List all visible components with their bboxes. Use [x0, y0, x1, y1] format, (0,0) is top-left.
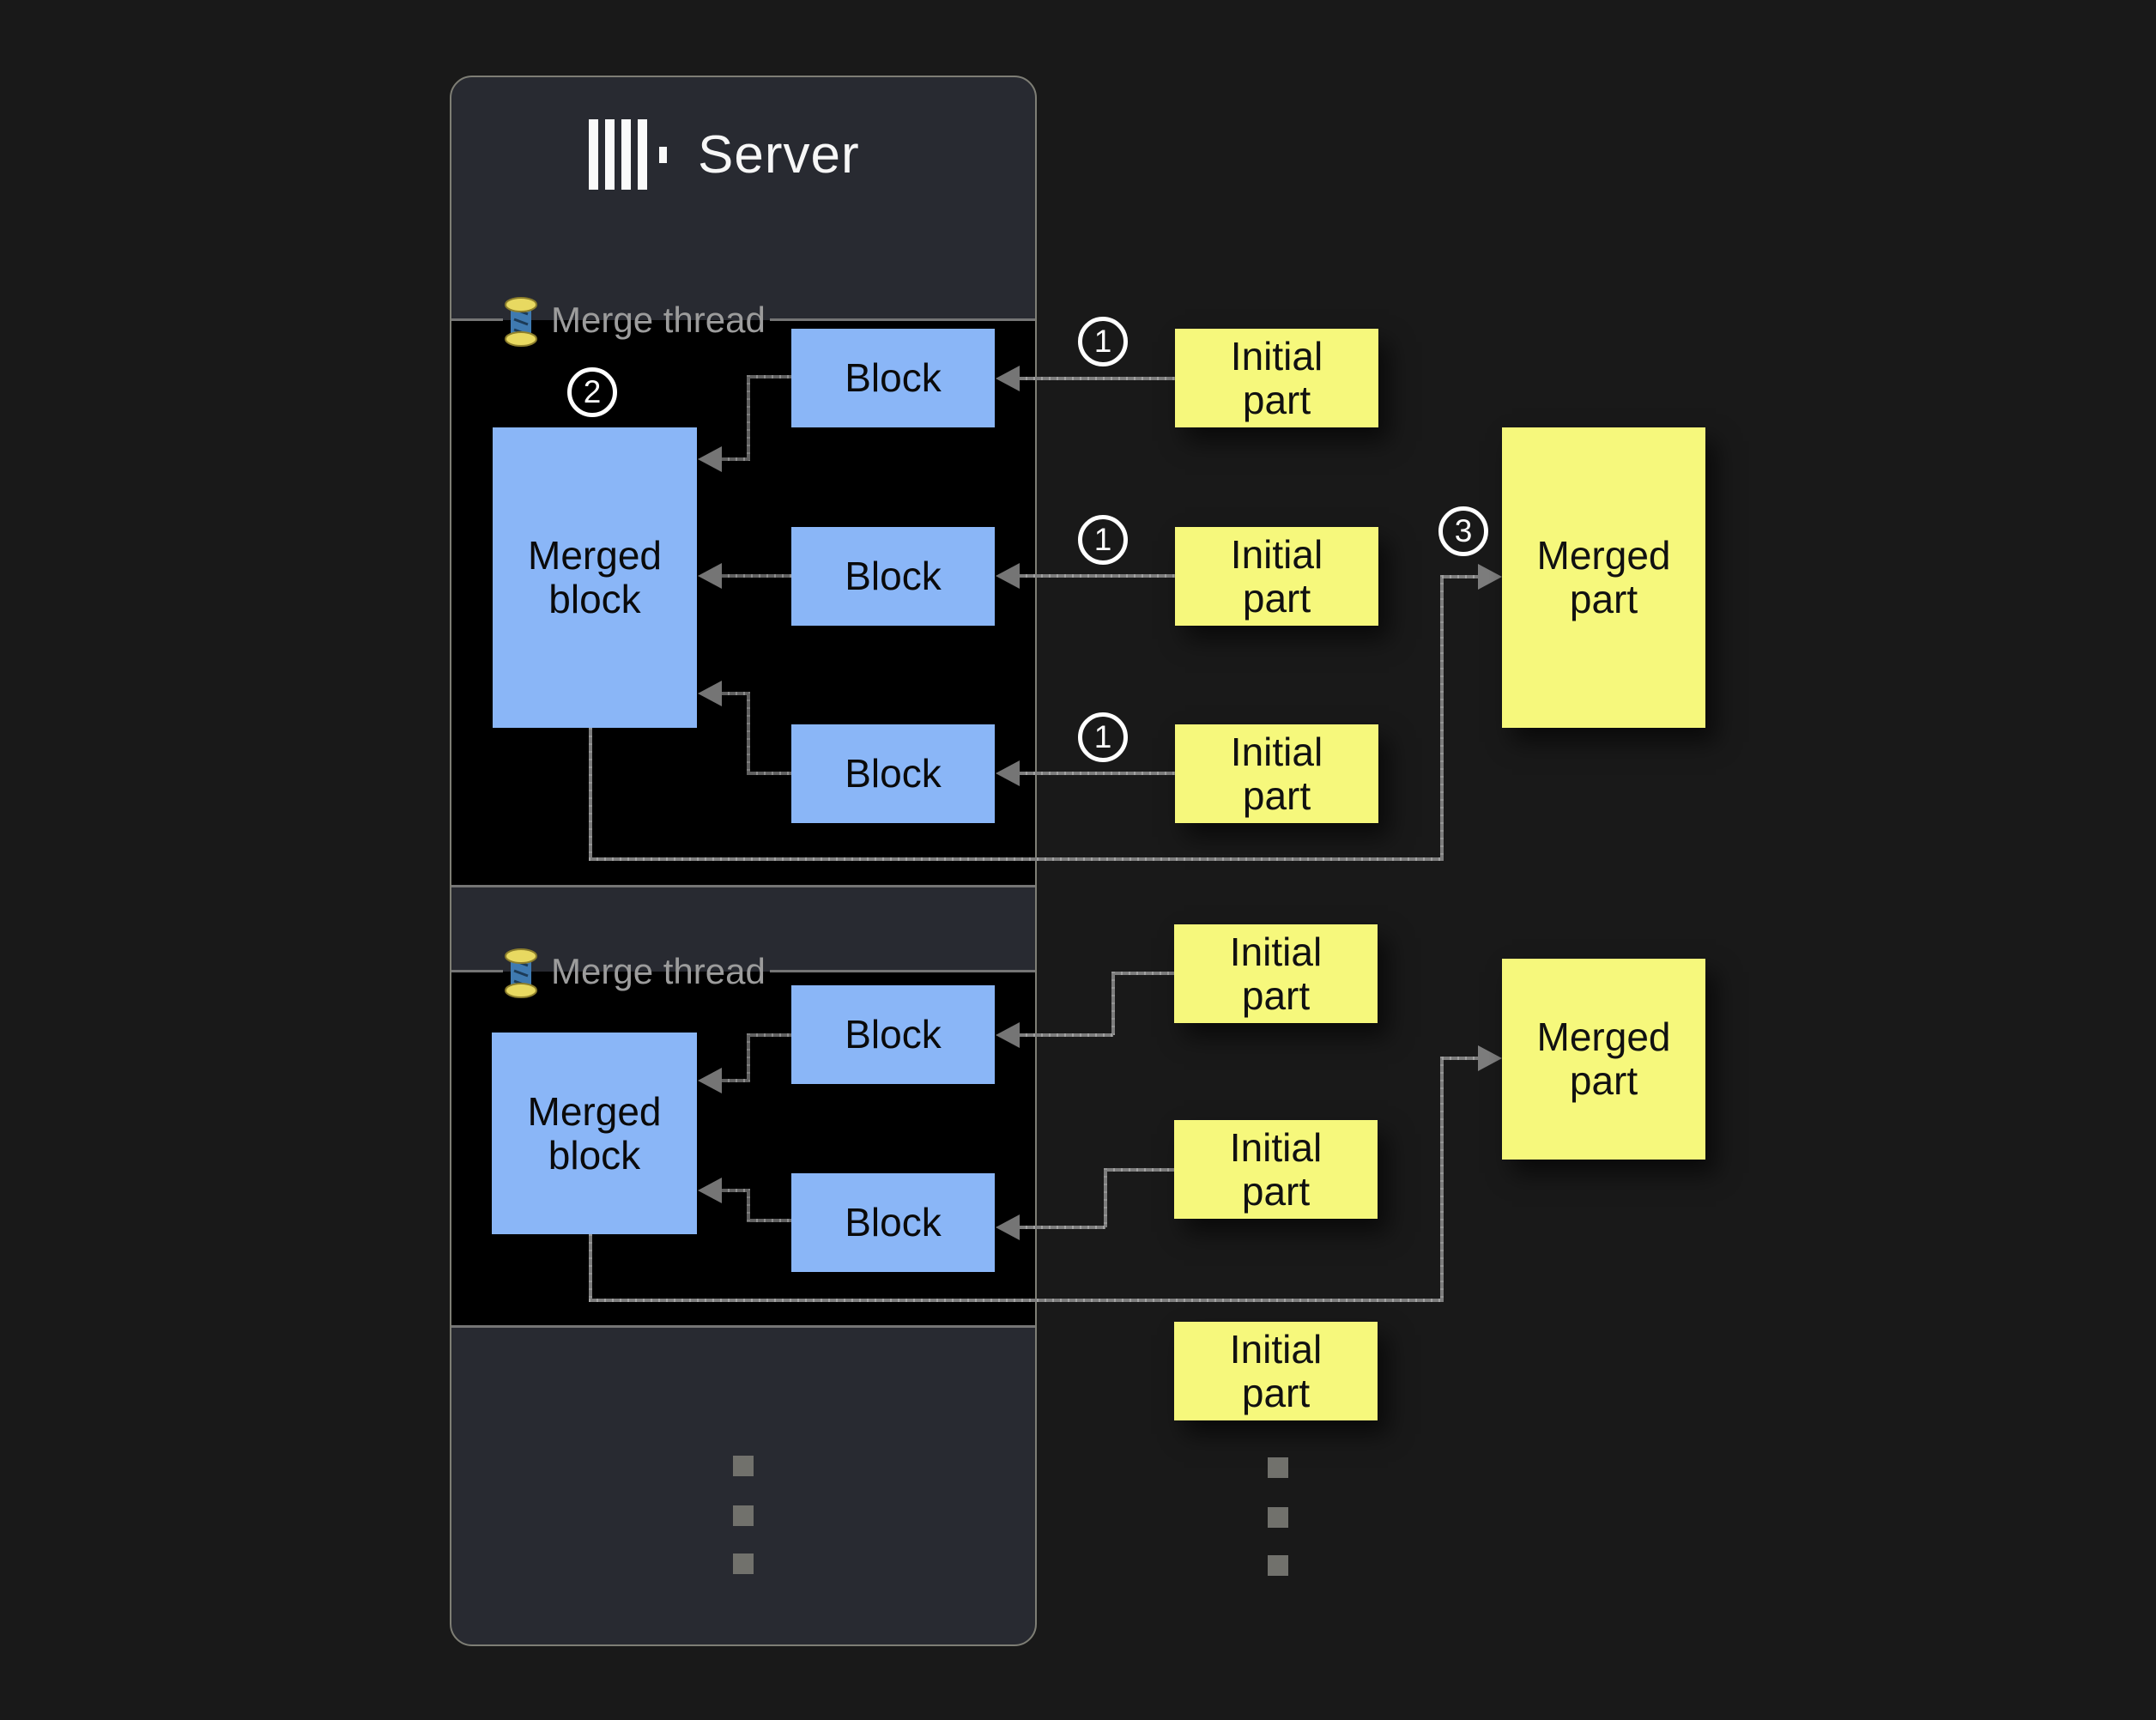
merged-block-label: Merged block	[527, 1088, 662, 1178]
step-badge-3: 3	[1438, 506, 1488, 556]
step-badge-1: 1	[1078, 515, 1128, 565]
connector-line	[1018, 1033, 1113, 1037]
connector-line	[748, 375, 791, 379]
block-label: Block	[845, 554, 942, 599]
arrowhead-into-merged-block	[698, 1178, 722, 1203]
initial-part-6: Initial part	[1174, 1322, 1378, 1420]
connector-line	[589, 1234, 592, 1302]
thread-box-border	[770, 318, 1035, 321]
logo-bar	[605, 119, 615, 190]
block-label: Block	[845, 751, 942, 796]
connector-line	[589, 857, 1444, 861]
arrowhead-into-block	[996, 1214, 1020, 1240]
thread-spool-icon	[505, 948, 537, 998]
connector-line	[1442, 1057, 1480, 1060]
initial-part-label: Initial part	[1230, 531, 1323, 621]
logo-bar	[621, 119, 631, 190]
block-2b: Block	[791, 1173, 995, 1272]
initial-part-label: Initial part	[1230, 333, 1323, 422]
connector-line	[589, 728, 592, 861]
connector-line	[748, 772, 791, 775]
step-badge-1: 1	[1078, 712, 1128, 762]
initial-part-label: Initial part	[1229, 1326, 1323, 1415]
connector-line	[1440, 1057, 1444, 1302]
block-2a: Block	[791, 985, 995, 1084]
initial-part-label: Initial part	[1229, 1124, 1323, 1214]
block-1c: Block	[791, 724, 995, 823]
arrowhead-into-merged-part	[1478, 1045, 1502, 1071]
arrowhead-into-merged-block	[698, 1068, 722, 1093]
arrowhead-into-block	[996, 760, 1020, 786]
connector-line	[1104, 1168, 1107, 1227]
initial-part-3: Initial part	[1175, 724, 1378, 823]
arrowhead-into-block	[996, 1022, 1020, 1048]
ellipsis-dot	[1268, 1555, 1288, 1576]
connector-line	[720, 692, 748, 695]
connector-line	[1018, 377, 1175, 380]
ellipsis-dot	[733, 1456, 754, 1476]
connector-line	[1111, 972, 1115, 1035]
logo-bar	[589, 119, 598, 190]
logo-bar	[638, 119, 647, 190]
block-1a: Block	[791, 329, 995, 427]
thread-box-border	[451, 970, 503, 972]
connector-line	[1442, 575, 1480, 578]
connector-line	[1018, 772, 1175, 775]
merged-block-label: Merged block	[528, 533, 662, 621]
arrowhead-into-merged-block	[698, 446, 722, 472]
clickhouse-logo-icon	[589, 119, 667, 190]
thread-box-border	[770, 970, 1035, 972]
connector-line	[720, 574, 791, 578]
connector-line	[589, 1299, 1444, 1302]
connector-line	[1113, 972, 1174, 975]
initial-part-4: Initial part	[1174, 924, 1378, 1023]
connector-line	[720, 457, 748, 461]
logo-nub	[659, 146, 667, 163]
merged-block-2: Merged block	[492, 1033, 697, 1234]
merged-block-1: Merged block	[493, 427, 697, 728]
thread-spool-icon	[505, 297, 537, 347]
block-label: Block	[845, 355, 942, 401]
ellipsis-dot	[733, 1553, 754, 1574]
connector-line	[747, 1189, 750, 1222]
arrowhead-into-merged-block	[698, 563, 722, 589]
arrowhead-into-block	[996, 563, 1020, 589]
merged-part-label: Merged part	[1536, 1014, 1671, 1103]
connector-line	[747, 375, 750, 461]
merge-thread-label-1: Merge thread	[551, 300, 766, 340]
server-title: Server	[698, 124, 860, 185]
merge-thread-label-2: Merge thread	[551, 951, 766, 991]
connector-line	[720, 1189, 748, 1192]
connector-line	[1105, 1168, 1174, 1172]
connector-line	[747, 1033, 750, 1082]
thread-box-border	[451, 318, 503, 321]
initial-part-5: Initial part	[1174, 1120, 1378, 1219]
arrowhead-into-merged-block	[698, 681, 722, 706]
ellipsis-dot	[1268, 1457, 1288, 1478]
connector-line	[1018, 1226, 1105, 1229]
initial-part-label: Initial part	[1230, 729, 1323, 818]
ellipsis-dot	[733, 1505, 754, 1526]
block-1b: Block	[791, 527, 995, 626]
initial-part-2: Initial part	[1175, 527, 1378, 626]
initial-part-label: Initial part	[1229, 929, 1323, 1018]
connector-line	[1018, 574, 1175, 578]
connector-line	[748, 1219, 791, 1222]
merged-part-1: Merged part	[1502, 427, 1705, 728]
arrowhead-into-merged-part	[1478, 564, 1502, 590]
connector-line	[720, 1079, 748, 1082]
initial-part-1: Initial part	[1175, 329, 1378, 427]
block-label: Block	[845, 1012, 942, 1057]
merged-part-label: Merged part	[1536, 533, 1671, 621]
connector-line	[748, 1033, 791, 1037]
arrowhead-into-block	[996, 366, 1020, 391]
block-label: Block	[845, 1200, 942, 1245]
step-badge-1: 1	[1078, 317, 1128, 366]
server-header: Server	[450, 103, 1037, 206]
connector-line	[1440, 575, 1444, 861]
ellipsis-dot	[1268, 1507, 1288, 1528]
connector-line	[747, 692, 750, 775]
step-badge-2: 2	[567, 367, 617, 417]
merged-part-2: Merged part	[1502, 959, 1705, 1160]
